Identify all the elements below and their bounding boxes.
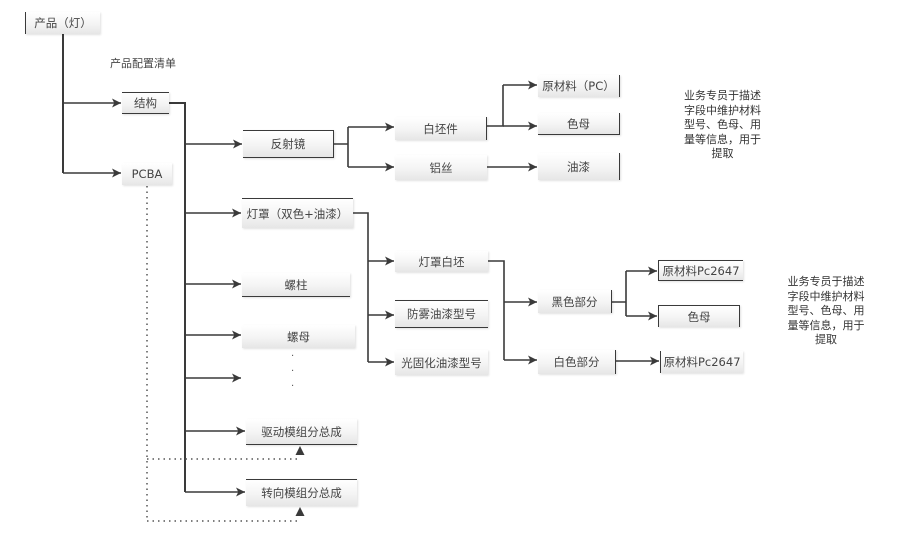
node-label: 光固化油漆型号 <box>401 355 482 370</box>
ellipsis-dot: · <box>291 351 295 362</box>
node-label: 驱动模组分总成 <box>261 424 342 439</box>
note-line: 量等信息，用于 <box>684 132 761 146</box>
node-label: 结构 <box>134 96 157 110</box>
steering-module-up-arrow <box>295 507 305 516</box>
node-masterbatch-reflector: 色母 <box>538 113 620 135</box>
black-part-trunk-line <box>612 271 627 316</box>
node-aluminum-wire: 铝丝 <box>395 155 487 180</box>
node-label: 防雾油漆型号 <box>407 307 476 321</box>
node-label: 白坯件 <box>423 121 458 136</box>
reflector-trunk-line <box>334 127 349 167</box>
node-paint: 油漆 <box>538 153 620 180</box>
node-label: 原材料（PC） <box>542 79 615 93</box>
node-label: 色母 <box>687 309 711 324</box>
node-steering-module-assembly: 转向模组分总成 <box>246 479 357 506</box>
node-structure: 结构 <box>122 92 169 114</box>
node-label: 螺母 <box>287 329 310 344</box>
node-label: 螺柱 <box>284 277 308 292</box>
node-label: 色母 <box>567 116 590 131</box>
node-label: 黑色部分 <box>551 294 598 309</box>
node-uv-paint-model: 光固化油漆型号 <box>395 350 488 375</box>
node-white-part: 白色部分 <box>538 350 616 374</box>
node-label: 灯罩白坯 <box>418 254 465 269</box>
diagram-caption: 产品配置清单 <box>110 57 176 70</box>
node-label: 反射镜 <box>270 137 306 151</box>
node-label: PCBA <box>131 167 163 181</box>
node-raw-material-pc2647-black: 原材料Pc2647 <box>658 260 743 281</box>
node-drive-module-assembly: 驱动模组分总成 <box>246 419 357 445</box>
node-label: 原材料Pc2647 <box>662 263 740 278</box>
node-root-product: 产品（灯） <box>25 12 100 34</box>
note-line: 业务专员于描述 <box>684 89 761 102</box>
node-stud: 螺柱 <box>242 273 350 297</box>
node-label: 转向模组分总成 <box>261 486 342 500</box>
note-line: 提取 <box>815 333 837 347</box>
structure-trunk-line <box>169 102 186 492</box>
note-line: 提取 <box>711 147 734 161</box>
node-lampshade: 灯罩（双色+油漆） <box>242 198 353 228</box>
node-label: 铝丝 <box>429 160 453 175</box>
node-masterbatch-black: 色母 <box>658 305 740 327</box>
note-reflector-materials: 业务专员于描述 字段中维护材料 型号、色母、用 量等信息，用于 提取 <box>675 89 770 162</box>
node-label: 灯罩（双色+油漆） <box>246 206 349 221</box>
lampshade-trunk-line <box>353 212 369 362</box>
note-line: 字段中维护材料 <box>787 289 865 303</box>
node-raw-material-pc2647-white: 原材料Pc2647 <box>660 351 743 373</box>
ellipsis-dot: · <box>291 366 295 377</box>
note-lampshade-materials: 业务专员于描述 字段中维护材料 型号、色母、用 量等信息，用于 提取 <box>777 275 875 348</box>
node-reflector: 反射镜 <box>243 130 334 158</box>
node-lampshade-blank: 灯罩白坯 <box>395 251 488 272</box>
node-antifog-paint-model: 防雾油漆型号 <box>395 300 488 328</box>
node-raw-material-pc: 原材料（PC） <box>538 75 620 97</box>
note-line: 业务专员于描述 <box>787 275 865 288</box>
note-line: 量等信息，用于 <box>787 318 865 332</box>
node-pcba: PCBA <box>122 163 172 185</box>
white-blank-trunk-line <box>487 85 504 127</box>
node-nut: 螺母 <box>242 325 355 348</box>
note-line: 型号、色母、用 <box>684 118 761 132</box>
ellipsis-dot: · <box>291 381 295 392</box>
drive-module-up-arrow <box>295 446 305 455</box>
node-label: 白色部分 <box>553 355 600 369</box>
lampshade-blank-trunk-line <box>488 260 505 360</box>
note-line: 型号、色母、用 <box>787 304 865 318</box>
note-line: 字段中维护材料 <box>684 103 761 117</box>
node-white-blank: 白坯件 <box>395 117 487 140</box>
node-black-part: 黑色部分 <box>538 290 612 313</box>
node-label: 油漆 <box>567 159 590 174</box>
node-label: 原材料Pc2647 <box>663 355 741 369</box>
node-label: 产品（灯） <box>34 16 92 30</box>
